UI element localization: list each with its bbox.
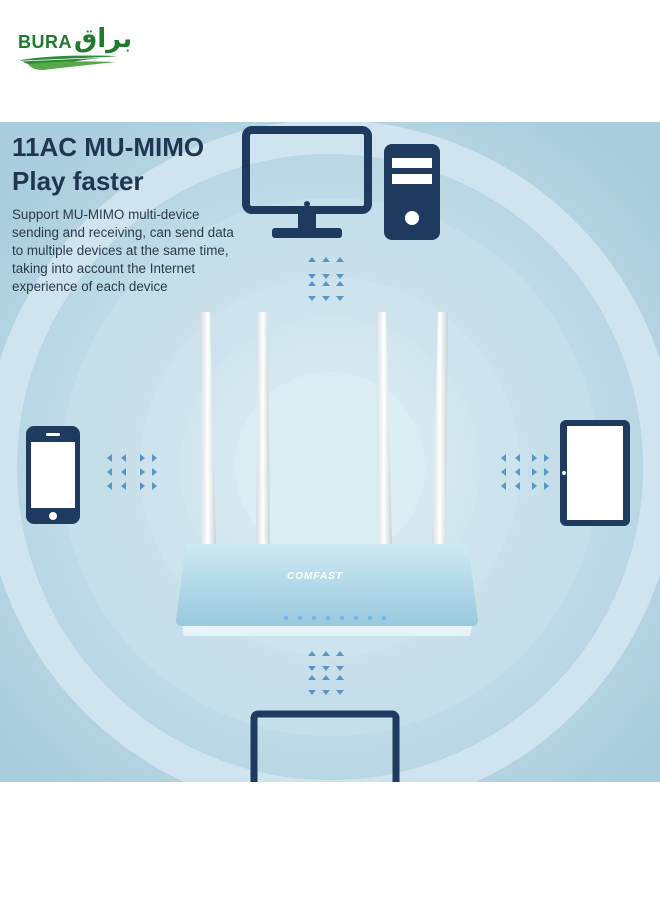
seller-logo[interactable]: BURA براق — [18, 24, 132, 74]
logo-leaf-icon — [20, 55, 118, 70]
banner-headline: 11AC MU-MIMO Play faster — [12, 130, 204, 198]
tablet-icon — [560, 420, 630, 526]
signal-arrows-top — [308, 257, 344, 301]
desktop-tower-icon — [384, 144, 440, 240]
headline-line-1: 11AC MU-MIMO — [12, 132, 205, 162]
router-icon — [176, 312, 478, 636]
description-line: to multiple devices at the same time, — [12, 243, 229, 258]
logo-arabic-text: براق — [74, 24, 133, 54]
description-line: Support MU-MIMO multi-device — [12, 207, 200, 222]
headline-line-2: Play faster — [12, 166, 144, 196]
description-line: sending and receiving, can send data — [12, 225, 234, 240]
product-banner: COMFAST 11AC MU-MIMO Play faster Support… — [0, 122, 660, 782]
signal-arrows-bottom — [308, 651, 344, 695]
smartphone-icon — [26, 426, 80, 524]
description-line: experience of each device — [12, 279, 168, 294]
signal-arrows-left — [107, 454, 157, 490]
laptop-icon — [250, 710, 400, 782]
logo-latin-text: BURA — [18, 32, 72, 52]
router-brand-label: COMFAST — [287, 571, 343, 582]
signal-arrows-right — [501, 454, 549, 490]
description-line: taking into account the Internet — [12, 261, 196, 276]
banner-description: Support MU-MIMO multi-device sending and… — [12, 206, 262, 296]
monitor-icon — [242, 126, 372, 238]
